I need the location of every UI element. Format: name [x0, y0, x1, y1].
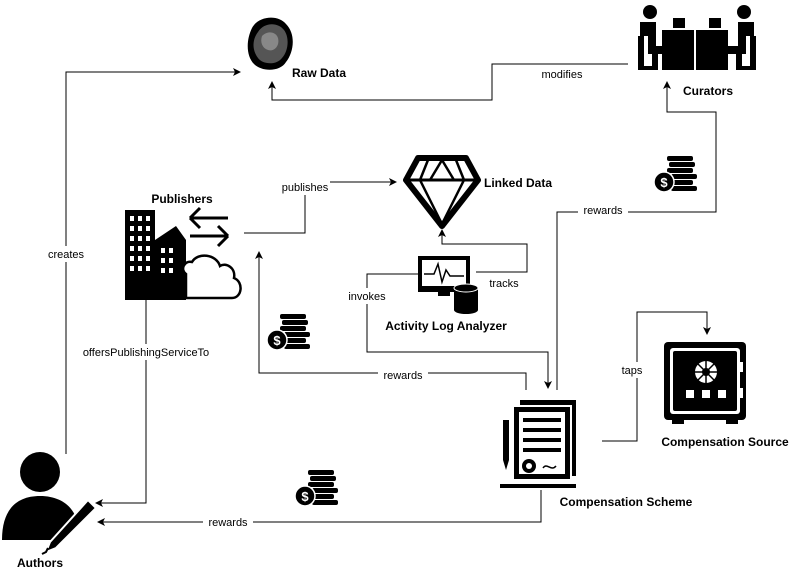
monitor-database-icon: [418, 256, 479, 314]
curators-label: Curators: [683, 84, 733, 98]
label-taps: taps: [622, 365, 643, 377]
edge-publishes: [244, 178, 397, 234]
edge-offers-publishing-service: [95, 300, 147, 507]
label-rewards-curators: rewards: [583, 205, 623, 217]
label-modifies: modifies: [542, 69, 583, 81]
label-rewards-authors: rewards: [208, 517, 248, 529]
node-compensation-source: Compensation Source: [661, 342, 789, 449]
label-creates: creates: [48, 249, 85, 261]
safe-icon: [664, 342, 746, 424]
coin-stack-icon: [266, 313, 311, 351]
compensation-scheme-label: Compensation Scheme: [560, 495, 693, 509]
edge-invokes: [366, 273, 552, 389]
label-offers-publishing-service-to: offersPublishingServiceTo: [83, 347, 209, 359]
city-cloud-icon: [125, 206, 242, 300]
label-rewards-publishers: rewards: [383, 370, 423, 382]
node-linked-data: Linked Data: [403, 155, 552, 229]
node-authors: Authors: [2, 452, 98, 570]
node-curators: Curators: [638, 5, 756, 98]
label-tracks: tracks: [489, 278, 519, 290]
contract-icon: [500, 400, 576, 488]
node-raw-data: Raw Data: [247, 17, 346, 80]
activity-log-analyzer-label: Activity Log Analyzer: [385, 319, 507, 333]
raw-data-label: Raw Data: [292, 66, 346, 80]
coin-stack-icon: [294, 469, 339, 507]
linked-data-label: Linked Data: [484, 176, 552, 190]
label-publishes: publishes: [282, 182, 329, 194]
edge-tracks: [438, 229, 528, 273]
node-publishers: Publishers: [125, 192, 242, 300]
writer-icon: [2, 452, 98, 555]
edge-modifies: [268, 63, 628, 101]
edge-taps: [602, 311, 711, 442]
publishers-label: Publishers: [151, 192, 213, 206]
diamond-icon: [403, 155, 481, 229]
node-compensation-scheme: Compensation Scheme: [500, 400, 693, 509]
edge-rewards-curators: [556, 81, 717, 390]
compensation-source-label: Compensation Source: [661, 435, 789, 449]
office-workers-icon: [638, 5, 756, 70]
authors-label: Authors: [17, 556, 63, 570]
rock-icon: [247, 17, 293, 70]
edge-creates: [65, 68, 241, 454]
node-activity-log-analyzer: Activity Log Analyzer: [385, 256, 507, 333]
label-invokes: invokes: [348, 291, 386, 303]
coin-stack-icon: [653, 155, 698, 193]
